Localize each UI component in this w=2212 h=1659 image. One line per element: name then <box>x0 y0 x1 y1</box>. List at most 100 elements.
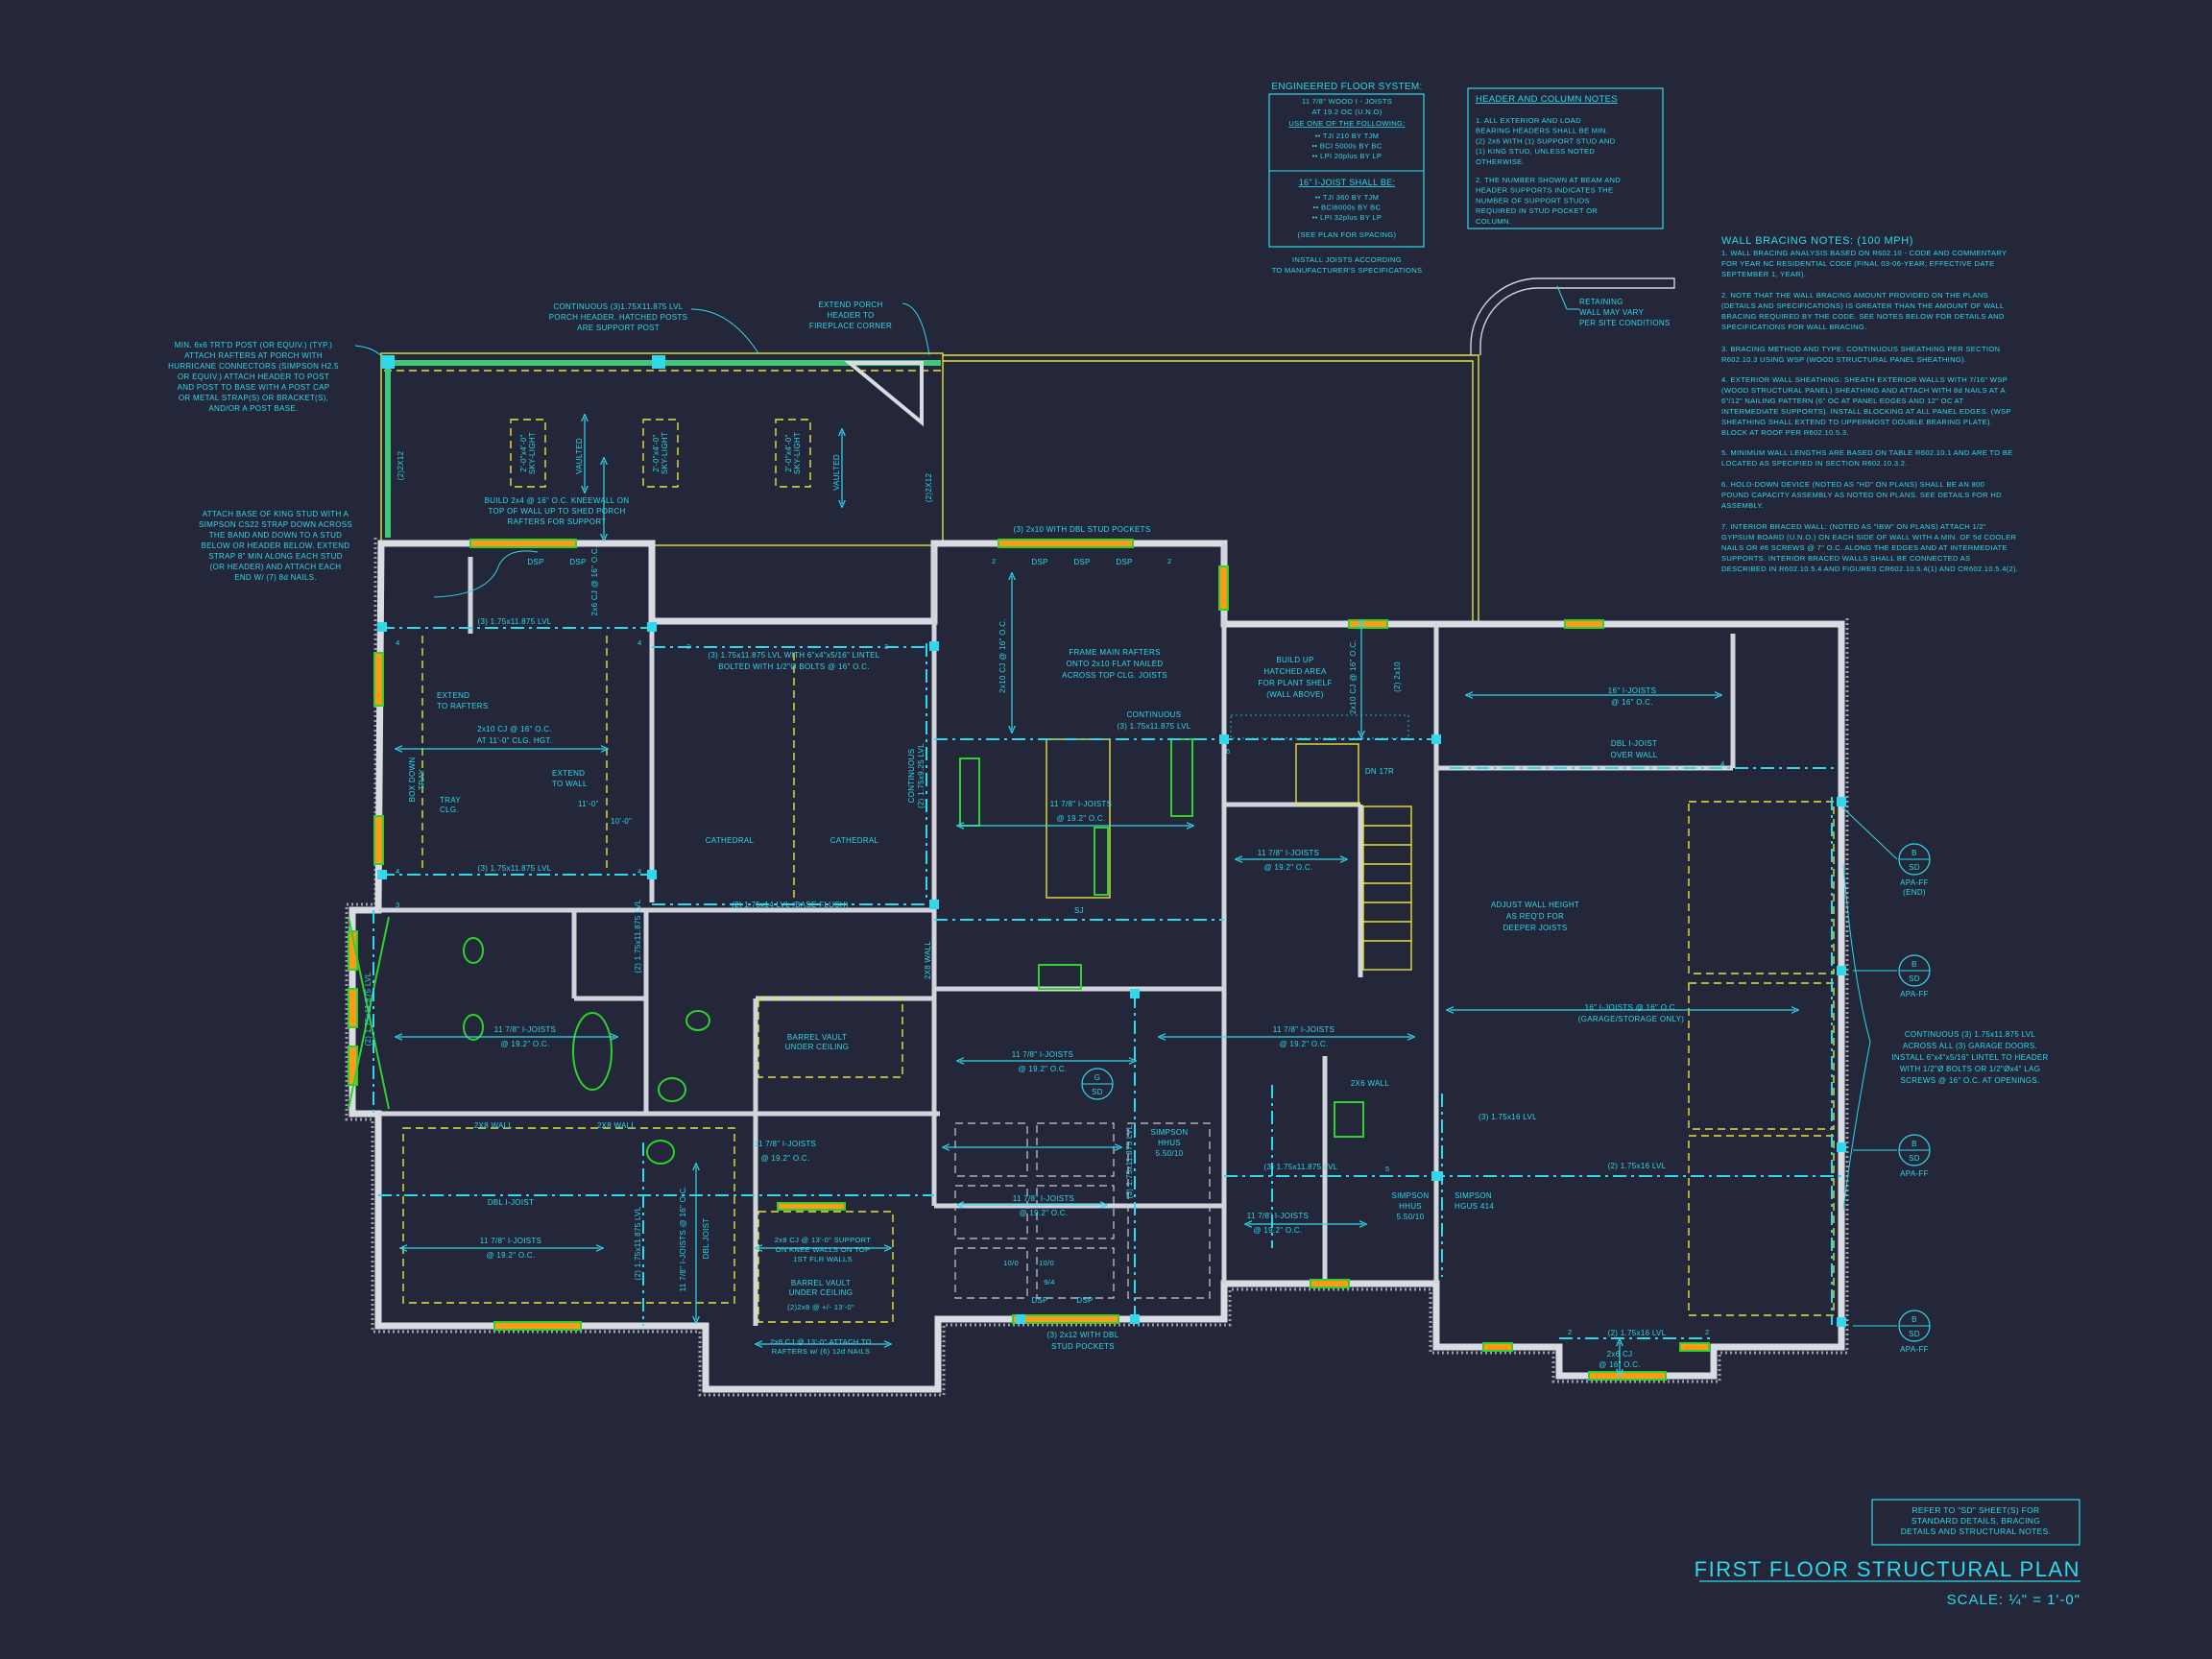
header-label: (2)2x8 @ +/- 13'-0" <box>787 1303 854 1311</box>
text-line: OVER WALL <box>1610 751 1657 759</box>
text-line: CONTINUOUS (3)1.75X11.875 LVL <box>553 302 683 311</box>
text-line: @ 19.2" O.C. <box>1263 863 1312 872</box>
wall-bracing-note-4: 4. EXTERIOR WALL SHEATHING: SHEATH EXTER… <box>1721 375 2011 437</box>
detail-letter: B <box>1911 1315 1917 1324</box>
text-line: EXTEND PORCH <box>818 301 882 309</box>
washer <box>1334 1101 1364 1138</box>
skylight-label: 2'-0"x4'-0"SKY-LIGHT <box>784 432 802 474</box>
stud-count: 4 <box>396 638 400 647</box>
text-line: 11 7/8" WOOD I - JOISTS <box>1302 97 1392 106</box>
dbl-joist-label: DBL JOIST <box>702 1218 710 1260</box>
stud-count: 3 <box>884 642 889 651</box>
floor-system-title: ENGINEERED FLOOR SYSTEM: <box>1271 82 1422 92</box>
detail-letter: B <box>1911 1140 1917 1148</box>
text-line: 5. MINIMUM WALL LENGTHS ARE BASED ON TAB… <box>1721 448 2013 457</box>
text-line: SKY-LIGHT <box>661 432 669 474</box>
ceiling-joist-label: 2x6 CJ @ 16" O.C. <box>590 546 599 616</box>
shower <box>348 916 390 1110</box>
stud-count: 2 <box>1568 1328 1573 1336</box>
joist-label: 11 7/8" I-JOISTS@ 19.2" O.C. <box>480 1237 541 1260</box>
text-line: WITH 1/2"Ø BOLTS OR 1/2"Øx4" LAG <box>1900 1065 2040 1073</box>
detail-callout-b[interactable]: B SD <box>1898 843 1931 876</box>
joist-label: 11 7/8" I-JOISTS@ 19.2" O.C. <box>1013 1194 1074 1217</box>
text-line: END W/ (7) 8d NAILS. <box>234 573 317 582</box>
stud-count: 4 <box>396 867 400 876</box>
text-line: ATTACH RAFTERS AT PORCH WITH <box>184 351 323 360</box>
text-line: AND/OR A POST BASE. <box>208 404 298 413</box>
text-line: REQUIRED IN STUD POCKET OR <box>1476 206 1598 215</box>
text-line: REFER TO "SD" SHEET(S) FOR <box>1911 1505 2039 1515</box>
text-line: COLUMN. <box>1476 217 1511 226</box>
text-line: OR EQUIV.) ATTACH HEADER TO POST <box>178 373 329 381</box>
porch-and-patio-outline <box>380 352 1479 621</box>
joist-label: 11 7/8" I-JOISTS@ 19.2" O.C. <box>755 1140 816 1163</box>
windows <box>348 539 1710 1381</box>
cathedral-label: CATHEDRAL <box>830 836 879 845</box>
text-line: 11 7/8" I-JOISTS <box>1258 849 1319 857</box>
detail-letter: G <box>1094 1073 1101 1082</box>
text-line: THE BAND AND DOWN TO A STUD <box>209 531 343 540</box>
text-line: R602.10.3 USING WSP (WOOD STRUCTURAL PAN… <box>1721 355 1966 364</box>
text-line: 2'-0"x4'-0" <box>519 434 528 471</box>
text-line: MIN. 6x6 TRT'D POST (OR EQUIV.) (TYP.) <box>175 341 333 349</box>
dsp-label: DSP <box>1073 558 1090 566</box>
text-line: APA-FF <box>1900 878 1929 887</box>
vaulted-label: VAULTED <box>575 438 584 474</box>
toilet <box>646 1140 675 1165</box>
floor-system-note: (SEE PLAN FOR SPACING) <box>1298 230 1397 239</box>
text-line: 16" I-JOISTS @ 16" O.C. <box>1585 1003 1678 1012</box>
drawing-title: FIRST FLOOR STRUCTURAL PLAN <box>1695 1557 2080 1581</box>
text-line: BARREL VAULT <box>787 1033 847 1042</box>
text-line: CONTINUOUS <box>1127 710 1182 719</box>
text-line: 1. ALL EXTERIOR AND LOAD <box>1476 116 1581 125</box>
detail-callout-g[interactable]: G SD <box>1081 1068 1114 1100</box>
text-line: BRACING REQUIRED BY THE CODE. SEE NOTES … <box>1721 312 2005 321</box>
text-line: CONTINUOUS <box>907 749 916 804</box>
text-line: (OR HEADER) AND ATTACH EACH <box>210 563 342 571</box>
stud-count: 2 <box>1167 557 1172 565</box>
text-line: •• BCI 5000s BY BC <box>1311 142 1382 151</box>
text-line: 7. INTERIOR BRACED WALL: (NOTED AS "IBW"… <box>1721 522 1986 531</box>
detail-callout-b[interactable]: B SD <box>1898 1134 1931 1166</box>
text-line: BOLTED WITH 1/2"Ø BOLTS @ 16" O.C. <box>718 662 870 671</box>
text-line: BUILD 2x4 @ 16" O.C. KNEEWALL ON <box>485 496 630 505</box>
text-line: RETAINING <box>1579 298 1623 306</box>
text-line: ATTACH BASE OF KING STUD WITH A <box>203 510 349 518</box>
beam-label: (3) 1.75x11.875 LVL <box>1125 1124 1134 1198</box>
stud-count: 2 <box>992 557 997 565</box>
apa-ff-label: APA-FF <box>1900 1345 1929 1354</box>
text-line: DEEPER JOISTS <box>1503 924 1567 932</box>
floor-system-16-title: 16" I-JOIST SHALL BE: <box>1299 178 1396 187</box>
text-line: SKY-LIGHT <box>528 432 537 474</box>
wall-bracing-note-6: 6. HOLD-DOWN DEVICE (NOTED AS "HD" ON PL… <box>1721 480 2002 510</box>
detail-callout-b[interactable]: B SD <box>1898 1310 1931 1342</box>
skylights <box>510 419 811 488</box>
detail-callout-b[interactable]: B SD <box>1898 954 1931 987</box>
text-line: SCREWS @ 16" O.C. AT OPENINGS. <box>1900 1076 2039 1085</box>
wall-label: 2X6 WALL <box>1351 1079 1390 1088</box>
text-line: FIREPLACE CORNER <box>809 322 892 330</box>
wall-bracing-note-3: 3. BRACING METHOD AND TYPE: CONTINUOUS S… <box>1721 345 2000 364</box>
box-down-label: BOX DOWNTRAY <box>408 757 426 803</box>
text-line: TO WALL <box>552 780 588 788</box>
text-line: (3) 2x12 WITH DBL <box>1047 1331 1119 1339</box>
joist-label: 16" I-JOISTS@ 16" O.C. <box>1608 686 1656 707</box>
continuous-beam-label: CONTINUOUS(3) 1.75x11.875 LVL <box>1117 710 1190 731</box>
text-line: 2'-0"x4'-0" <box>652 434 661 471</box>
text-line: •• TJI 210 BY TJM <box>1315 132 1380 140</box>
sink <box>685 1010 710 1031</box>
text-line: @ 16" O.C. <box>1599 1360 1641 1369</box>
apa-ff-label: APA-FF <box>1900 990 1929 998</box>
ceiling-joist-label: 2x10 CJ @ 16" O.C. <box>998 618 1007 693</box>
text-line: @ 16" O.C. <box>1611 698 1653 707</box>
text-line: HHUS <box>1399 1202 1422 1211</box>
wall-bracing-notes: WALL BRACING NOTES: (100 MPH) 1. WALL BR… <box>1721 235 2018 573</box>
leader-lines <box>354 285 1898 1327</box>
text-line: OR METAL STRAP(S) OR BRACKET(S), <box>179 394 328 402</box>
text-line: OTHERWISE. <box>1476 157 1525 166</box>
